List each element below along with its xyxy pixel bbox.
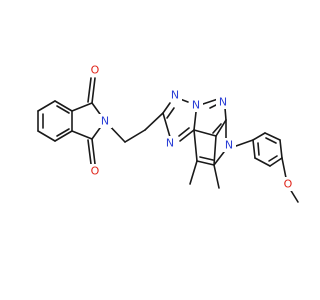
bond — [124, 129, 146, 143]
bond — [178, 127, 190, 137]
atom-labels: O N O N N N N N — [88, 63, 295, 191]
nitrogen-atom-triazole-1: N — [168, 88, 182, 102]
bond — [212, 123, 222, 134]
bond — [179, 129, 195, 142]
bonds — [37, 77, 299, 203]
bond — [252, 132, 266, 141]
bond — [56, 105, 70, 114]
bond — [264, 132, 281, 141]
svg-text:N: N — [192, 99, 200, 112]
bond — [71, 102, 93, 112]
svg-text:N: N — [225, 139, 233, 152]
bond — [252, 139, 256, 159]
bond — [193, 111, 197, 131]
bond — [268, 155, 278, 162]
bond — [166, 107, 175, 119]
bond — [279, 139, 283, 159]
bond — [91, 77, 96, 104]
bond — [37, 130, 56, 142]
bond — [144, 112, 164, 131]
bond — [54, 130, 73, 142]
oxygen-atom-imide-bottom: O — [88, 164, 102, 178]
bond — [37, 100, 56, 112]
nitrogen-atom-pyrrole: N — [222, 138, 236, 152]
nitrogen-atom-triazole-2: N — [189, 98, 203, 112]
nitrogen-atom-pyrimidine: N — [216, 95, 230, 109]
bond — [54, 100, 73, 112]
bond — [213, 135, 217, 166]
bond — [202, 98, 219, 105]
svg-text:N: N — [219, 96, 227, 109]
bond — [193, 129, 217, 137]
bond — [71, 130, 93, 140]
bond — [235, 139, 254, 147]
svg-text:O: O — [91, 165, 100, 178]
bond — [213, 151, 225, 166]
bond — [215, 119, 227, 137]
bond — [87, 139, 92, 165]
bond — [189, 160, 198, 185]
bond — [162, 102, 171, 114]
svg-text:O: O — [284, 178, 293, 191]
bond — [224, 107, 227, 121]
bond — [196, 160, 215, 166]
bond — [254, 157, 271, 167]
svg-text:O: O — [91, 64, 100, 77]
bond — [213, 164, 220, 189]
bond — [281, 157, 287, 179]
bond — [193, 129, 198, 162]
bond — [289, 188, 299, 203]
svg-text:N: N — [166, 137, 174, 150]
nitrogen-atom-imide: N — [98, 114, 112, 128]
bond — [199, 156, 214, 161]
molecule-structure: O N O N N N N N — [37, 63, 299, 203]
bond — [265, 137, 277, 144]
oxygen-atom-methoxy: O — [281, 177, 295, 191]
bond — [269, 157, 283, 167]
oxygen-atom-imide-top: O — [88, 63, 102, 77]
bond — [87, 77, 92, 103]
bond — [162, 112, 171, 138]
svg-text:N: N — [171, 89, 179, 102]
bond — [91, 138, 96, 165]
svg-text:N: N — [101, 115, 109, 128]
bond — [257, 142, 260, 156]
bond — [56, 128, 70, 137]
nitrogen-atom-triazole-4: N — [163, 136, 177, 150]
